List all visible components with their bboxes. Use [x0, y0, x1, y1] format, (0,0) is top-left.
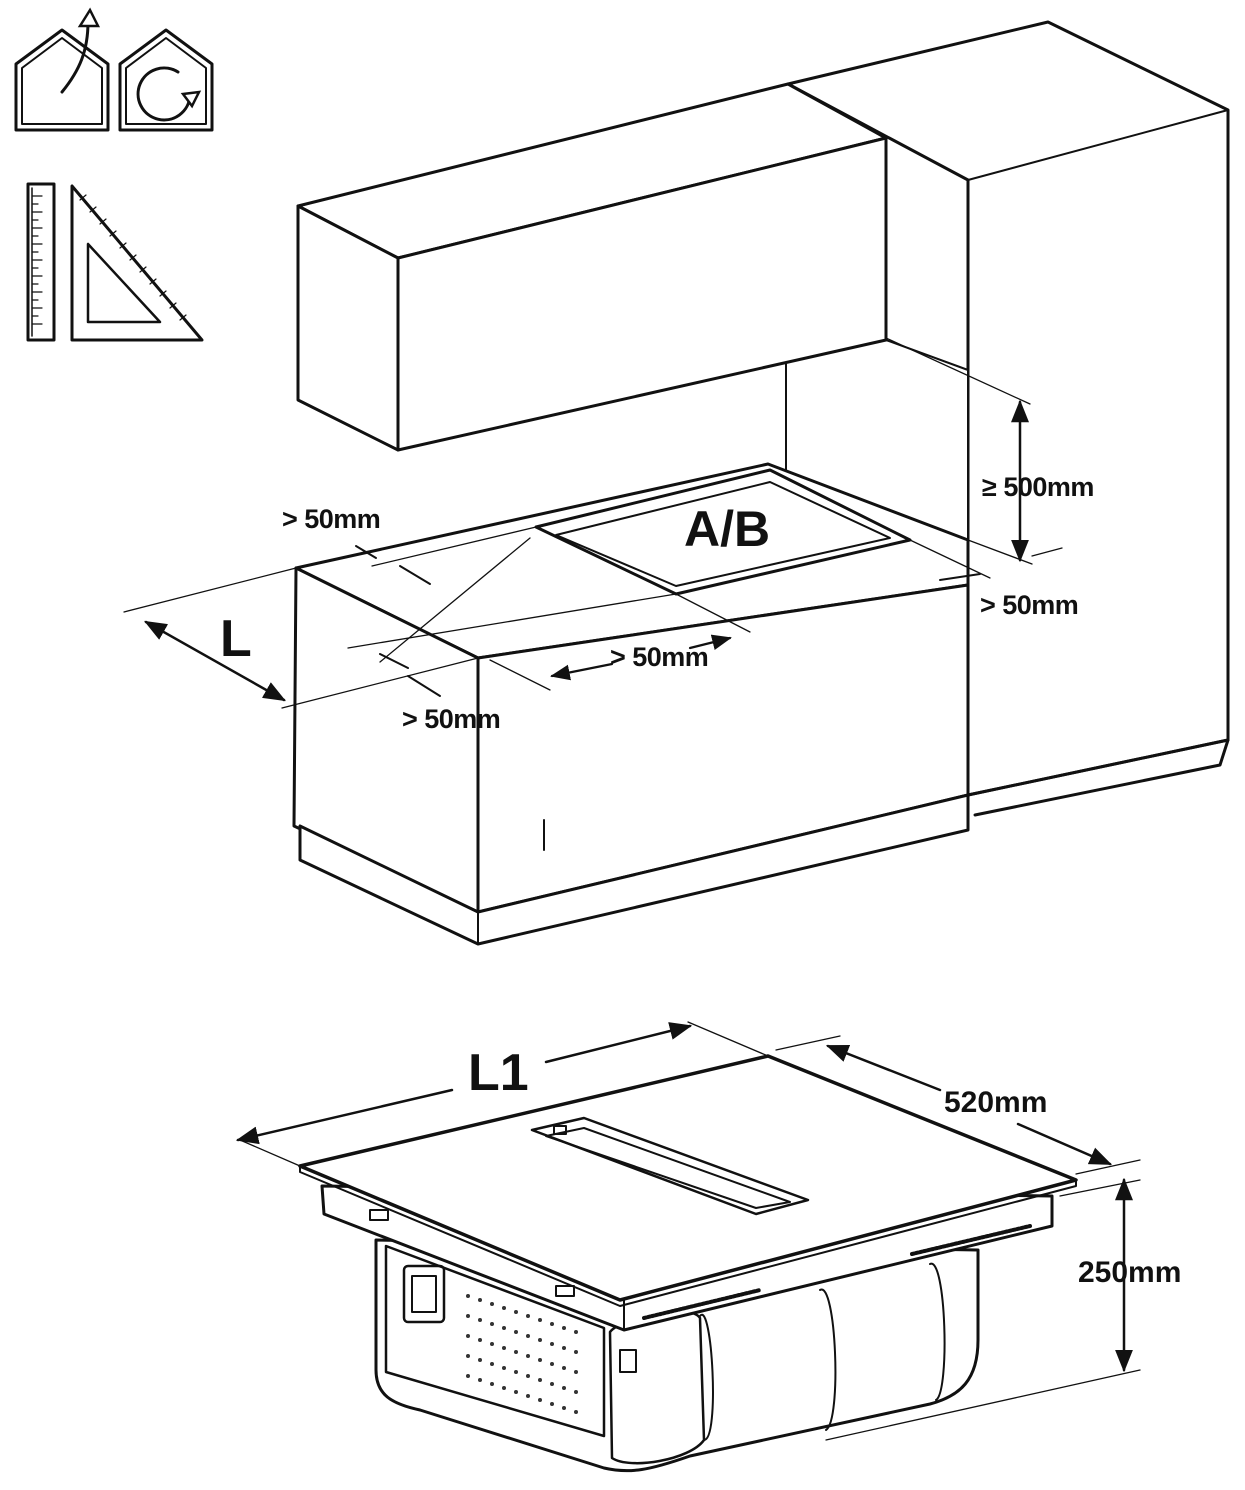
label-wall-cabinet-height: ≥ 500mm: [982, 472, 1094, 502]
base-cabinet: [292, 462, 970, 946]
label-clearance-left-top: > 50mm: [282, 504, 380, 534]
appliance-body: [374, 1238, 980, 1473]
set-square-icon: [70, 184, 204, 342]
label-depth-520: 520mm: [944, 1086, 1047, 1119]
label-cutout: A/B: [684, 501, 770, 557]
label-clearance-front-middle: > 50mm: [610, 642, 708, 672]
cabinet-labels: > 50mm A/B ≥ 500mm > 50mm > 50mm L > 50m…: [220, 472, 1094, 734]
appliance-labels: L1 520mm 250mm: [468, 1044, 1181, 1289]
label-depth: L: [220, 610, 252, 668]
label-clearance-front: > 50mm: [402, 704, 500, 734]
wall-cabinet: [296, 82, 888, 452]
recirculation-house-icon: [118, 28, 214, 132]
label-clearance-right: > 50mm: [980, 590, 1078, 620]
label-height-250: 250mm: [1078, 1256, 1181, 1289]
dimension-lines-appliance: [235, 1021, 1141, 1441]
glass-hob-top: [298, 1054, 1078, 1307]
vent-holes: [466, 1294, 578, 1414]
ruler-icon: [26, 182, 56, 342]
label-width: L1: [468, 1044, 529, 1102]
outdoor-exhaust-house-icon: [14, 7, 110, 132]
dimension-lines-cabinet: [123, 337, 1063, 709]
